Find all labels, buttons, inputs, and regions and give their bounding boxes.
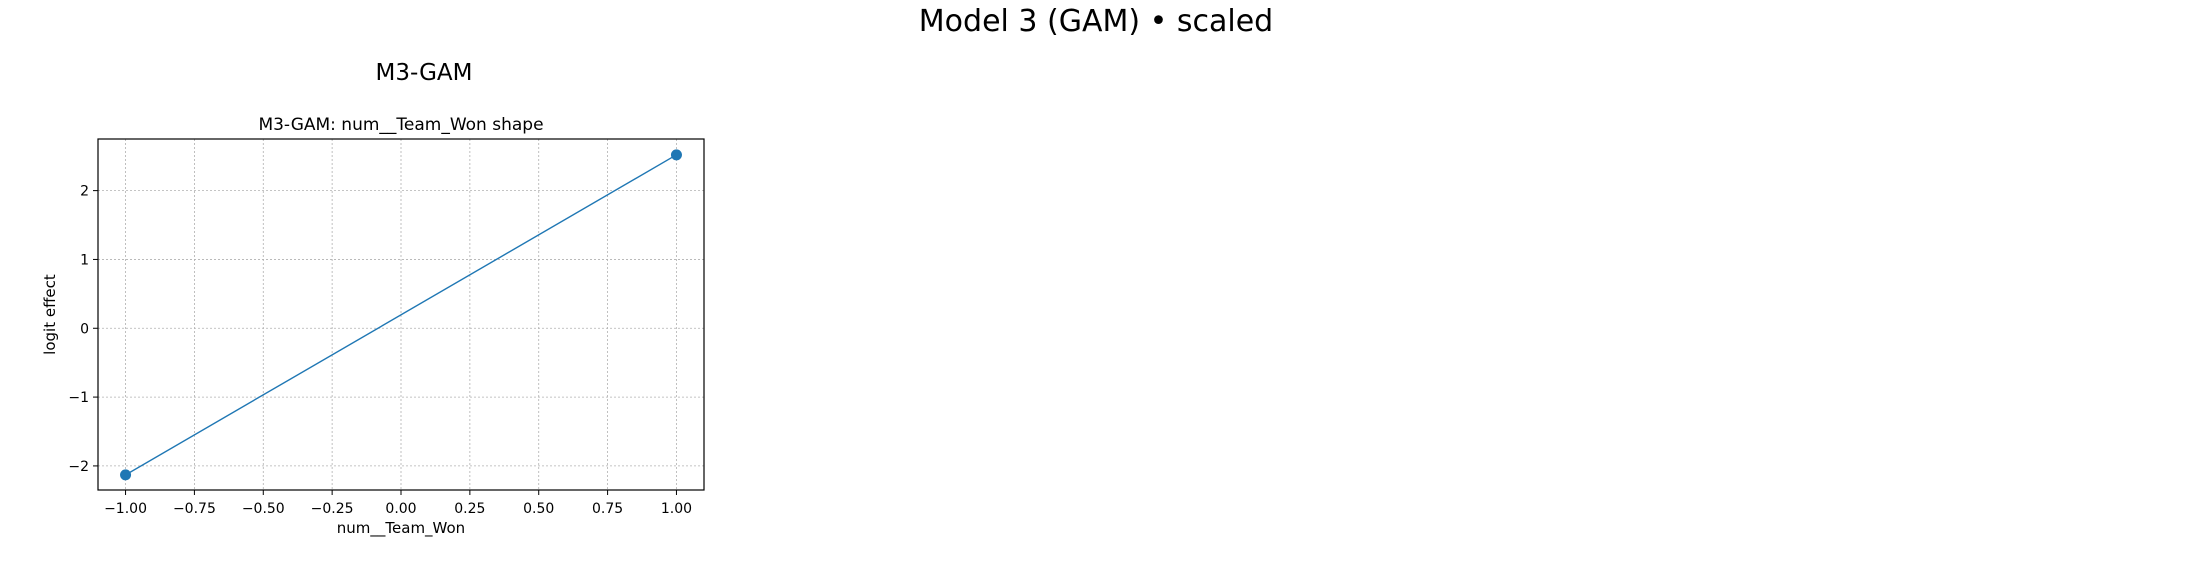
x-tick-label: 0.50 — [523, 501, 554, 517]
chart-title: M3-GAM: num__Team_Won shape — [258, 115, 543, 135]
x-tick-label: 1.00 — [661, 501, 692, 517]
x-tick-label: 0.75 — [592, 501, 623, 517]
data-point — [120, 469, 132, 481]
x-tick-label: 0.25 — [454, 501, 485, 517]
y-tick-label: 2 — [80, 184, 89, 200]
axis-ticks: −1.00 −0.75 −0.50 −0.25 0.00 0.25 0.50 0.75 1.00… — [68, 184, 692, 517]
y-tick-label: 0 — [80, 321, 89, 337]
x-tick-label: −0.25 — [311, 501, 354, 517]
data-point — [670, 149, 682, 161]
chart-marks — [120, 149, 682, 481]
x-tick-label: 0.00 — [385, 501, 416, 517]
series-line — [125, 154, 677, 476]
y-tick-label: −1 — [68, 390, 89, 406]
panel-title: M3-GAM — [375, 60, 473, 86]
y-axis-label: logit effect — [41, 274, 59, 355]
figure-suptitle: Model 3 (GAM) • scaled — [918, 4, 1274, 39]
x-tick-label: −0.75 — [173, 501, 216, 517]
y-tick-label: 1 — [80, 252, 89, 268]
x-tick-label: −0.50 — [242, 501, 285, 517]
x-tick-label: −1.00 — [104, 501, 147, 517]
x-axis-label: num__Team_Won — [337, 519, 465, 538]
grid-lines — [98, 139, 704, 490]
y-tick-label: −2 — [68, 459, 89, 475]
